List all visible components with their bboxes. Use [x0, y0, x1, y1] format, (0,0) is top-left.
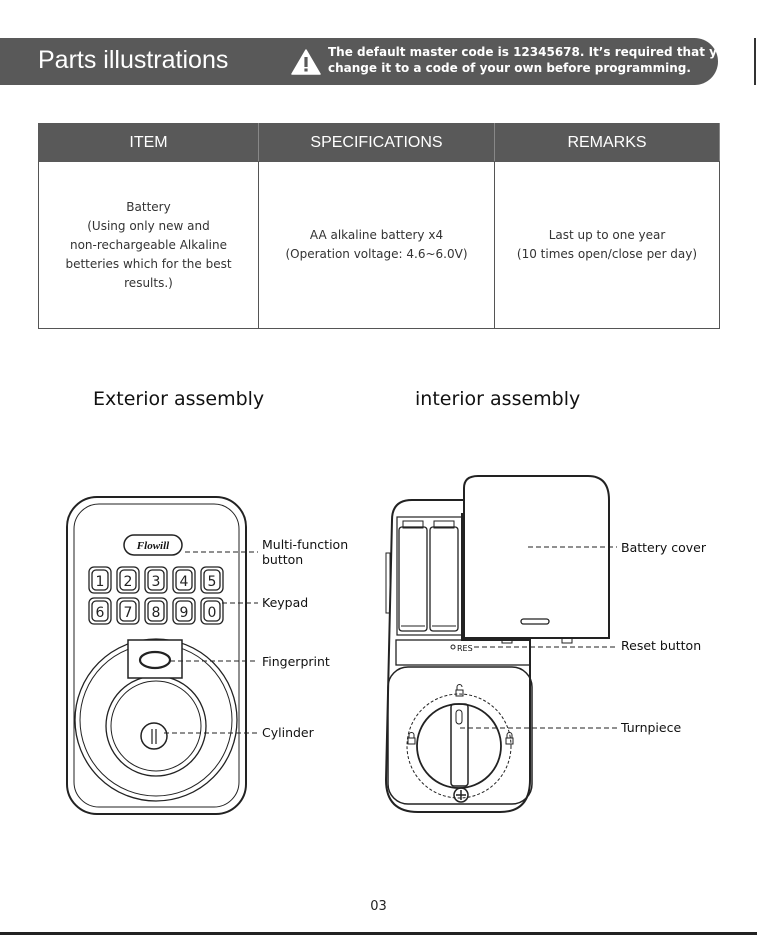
- key-9: 9: [180, 605, 189, 621]
- callout-fingerprint: Fingerprint: [262, 654, 330, 669]
- interior-lock-drawing: [384, 475, 610, 813]
- bottom-rule: [0, 932, 757, 935]
- header-banner: Parts illustrations The default master c…: [0, 38, 734, 85]
- callout-turnpiece: Turnpiece: [621, 720, 682, 735]
- fingerprint-sensor: [138, 650, 172, 670]
- brand-logo: Flowill: [136, 540, 170, 552]
- cell-line: (Using only new and: [87, 218, 210, 233]
- callout-multi-function-button: Multi-function button: [262, 537, 348, 567]
- interior-assembly-title: interior assembly: [415, 388, 581, 410]
- note-line: change it to a code of your own before p…: [328, 61, 691, 75]
- keypad-digits: 1 2 3 4 5 6 7 8 9 0: [96, 574, 217, 621]
- exterior-lock-drawing: [66, 496, 247, 815]
- cell-line: Battery: [126, 199, 171, 214]
- multi-function-button: [123, 534, 183, 556]
- page-edge-mark: [754, 38, 756, 85]
- key-2: 2: [124, 574, 133, 590]
- master-code-note: The default master code is 12345678. It’…: [328, 44, 734, 76]
- key-5: 5: [208, 574, 217, 590]
- cell-line: Last up to one year: [548, 228, 666, 242]
- cell-line: AA alkaline battery x4: [309, 228, 444, 242]
- callout-line: Multi-function: [262, 537, 349, 552]
- cylinder-drawing: [140, 722, 168, 750]
- key-8: 8: [152, 605, 161, 621]
- callout-line: button: [262, 552, 304, 567]
- cell-line: (10 times open/close per day): [516, 247, 698, 261]
- spec-table: ITEM SPECIFICATIONS REMARKS Battery (Usi…: [38, 123, 720, 329]
- key-6: 6: [96, 605, 105, 621]
- lock-status-icons: [407, 684, 514, 745]
- exterior-assembly-title: Exterior assembly: [93, 388, 265, 410]
- reset-button: [450, 644, 456, 650]
- key-7: 7: [124, 605, 133, 621]
- cell-line: non-rechargeable Alkaline: [69, 237, 227, 252]
- reset-label: RES: [457, 644, 473, 653]
- turnpiece-drawing: [416, 703, 502, 789]
- note-line: The default master code is 12345678. It’…: [328, 45, 734, 59]
- cell-line: betteries which for the best: [65, 256, 232, 271]
- column-header-specifications: SPECIFICATIONS: [258, 123, 495, 162]
- page-number: 03: [370, 899, 387, 914]
- column-header-item: ITEM: [38, 123, 259, 162]
- key-4: 4: [180, 574, 189, 590]
- page-title: Parts illustrations: [38, 46, 229, 74]
- table-header-row: ITEM SPECIFICATIONS REMARKS: [38, 123, 720, 162]
- cell-line: results.): [124, 275, 173, 290]
- warning-triangle-icon: [291, 49, 321, 75]
- callout-cylinder: Cylinder: [262, 725, 314, 740]
- cell-line: (Operation voltage: 4.6~6.0V): [285, 247, 468, 261]
- table-row: Battery (Using only new and non-recharge…: [38, 161, 720, 329]
- key-0: 0: [208, 605, 217, 621]
- callout-keypad: Keypad: [262, 595, 309, 610]
- cell-item: Battery (Using only new and non-recharge…: [38, 161, 259, 329]
- column-header-remarks: REMARKS: [494, 123, 720, 162]
- callout-reset-button: Reset button: [621, 638, 702, 653]
- keypad-drawing: [88, 566, 224, 625]
- key-1: 1: [96, 574, 105, 590]
- callout-battery-cover: Battery cover: [621, 540, 706, 555]
- key-3: 3: [152, 574, 161, 590]
- cell-remarks: Last up to one year (10 times open/close…: [494, 161, 720, 329]
- cell-spec: AA alkaline battery x4 (Operation voltag…: [258, 161, 495, 329]
